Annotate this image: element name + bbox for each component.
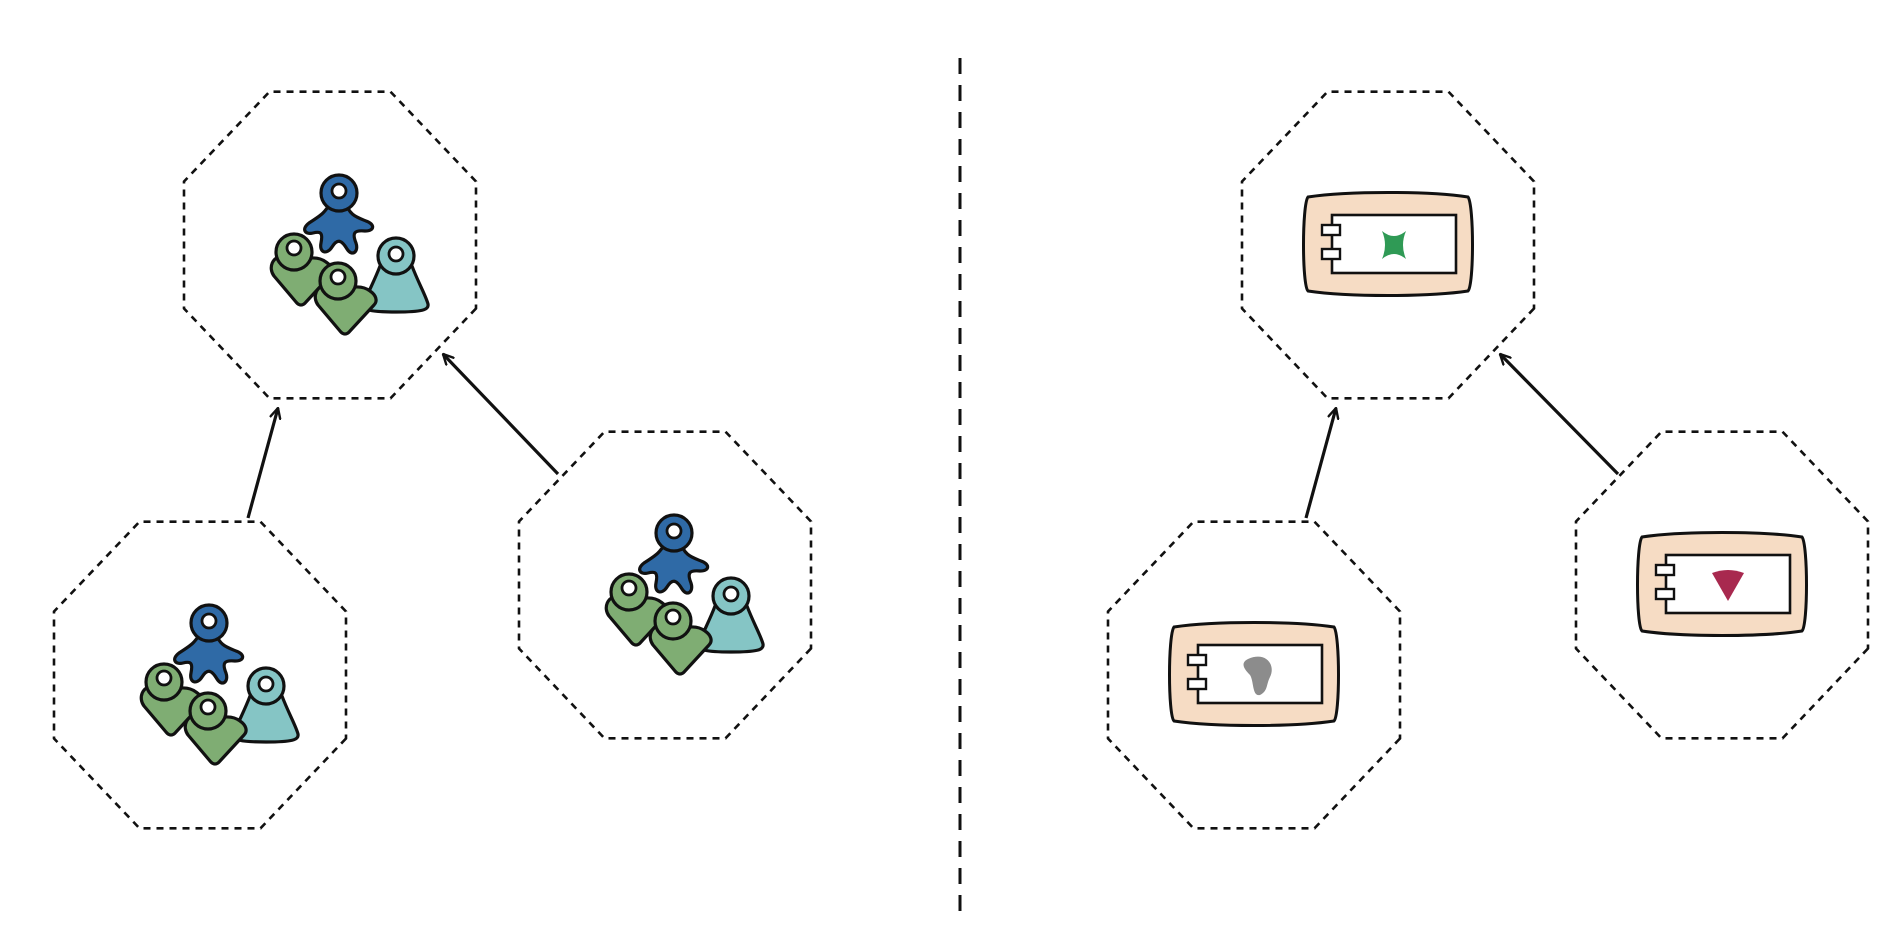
component-octagon <box>1574 430 1870 740</box>
dependency-arrow <box>1304 408 1336 519</box>
team-octagon <box>52 520 348 830</box>
team-octagon <box>517 430 813 740</box>
heart-triangle-icon <box>1712 570 1744 601</box>
dependency-arrow <box>1500 354 1620 476</box>
cross-star-icon <box>1382 231 1406 259</box>
dependency-arrow <box>443 354 560 476</box>
component-octagon <box>1240 90 1536 400</box>
team-octagon <box>182 90 478 400</box>
left-panel-teams <box>52 90 813 830</box>
component-octagon <box>1106 520 1402 830</box>
right-panel-components <box>1106 90 1870 830</box>
dependency-arrow <box>246 408 278 519</box>
blob-icon <box>1243 656 1272 696</box>
